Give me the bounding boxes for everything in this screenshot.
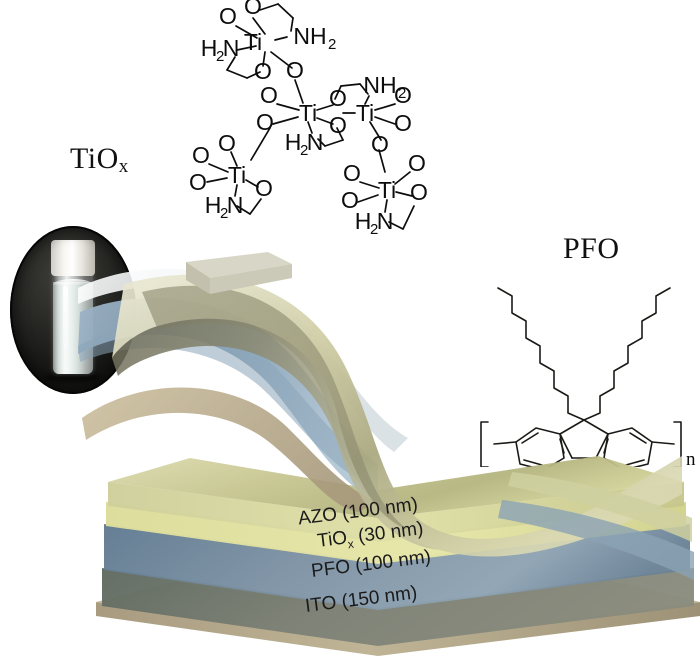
peeled-tab-top [186, 252, 292, 294]
peeled-sheet-azo [112, 274, 682, 557]
atom-label-o: O [219, 3, 237, 29]
vial-highlight [63, 286, 68, 348]
atom-label-o: O [260, 82, 278, 108]
atom-label-o: O [371, 131, 389, 157]
atom-label-o: O [286, 57, 304, 83]
atom-label-o: O [329, 85, 347, 111]
atom-label-o: O [255, 175, 273, 201]
peeled-sheet-substrate [82, 387, 378, 512]
atom-label-h2n-sub: 2 [370, 221, 378, 238]
atom-label-nh2-sub: 2 [328, 36, 336, 53]
atom-label-h2n: H [355, 208, 372, 234]
tiox-label-subscript: x [118, 156, 129, 177]
atom-label-o: O [408, 150, 426, 176]
atom-label-nh2: NH [363, 72, 396, 98]
atom-label-ti: Ti [356, 100, 374, 126]
pfo-molecule-diagram: n [480, 287, 696, 467]
atom-label-h2n: H [285, 129, 302, 155]
atom-label-o: O [394, 82, 412, 108]
atom-label-o: O [254, 58, 272, 84]
atom-label-h2n-sub: 2 [300, 142, 308, 159]
atom-label-ti: Ti [378, 177, 396, 203]
layer-label-tiox-prefix: TiO [316, 527, 348, 551]
device-right-fan [498, 472, 694, 580]
atom-label-o: O [218, 130, 236, 156]
atom-label-h2n-n: N [307, 129, 324, 155]
tiox-molecule-diagram: Ti O O NH 2 H 2 N O O Ti O O H 2 N O O T… [189, 0, 428, 238]
atom-label-o: O [410, 179, 428, 205]
atom-label-h2n-n: N [223, 35, 240, 61]
atom-label-o: O [341, 187, 359, 213]
peeled-sheet-ito [78, 268, 408, 452]
atom-label-o: O [394, 110, 412, 136]
atom-label-nh2: NH [293, 23, 326, 49]
atom-label-h2n-n: N [377, 208, 394, 234]
atom-label-ti: Ti [244, 29, 262, 55]
tiox-label-text: TiO [70, 142, 119, 175]
atom-label-nh2-sub: 2 [398, 85, 406, 102]
atom-label-o: O [189, 169, 207, 195]
atom-label-h2n: H [201, 35, 218, 61]
atom-label-ti: Ti [228, 162, 246, 188]
device-layer-stack: AZO (100 nm) TiOx (30 nm) PFO (100 nm) I… [78, 252, 700, 656]
atom-label-h2n-n: N [227, 192, 244, 218]
atom-label-o: O [329, 112, 347, 138]
atom-label-ti: Ti [299, 100, 317, 126]
atom-label-h2n: H [205, 192, 222, 218]
atom-label-h2n-sub: 2 [220, 205, 228, 222]
pfo-repeat-index: n [686, 449, 696, 467]
atom-label-o: O [256, 109, 274, 135]
layer-label-tiox-sub: x [347, 537, 355, 552]
tiox-label: TiOx [70, 142, 129, 178]
atom-label-o: O [192, 142, 210, 168]
pfo-label: PFO [563, 232, 620, 265]
atom-label-h2n-sub: 2 [216, 48, 224, 65]
atom-label-o: O [343, 160, 361, 186]
atom-label-o: O [244, 0, 262, 19]
